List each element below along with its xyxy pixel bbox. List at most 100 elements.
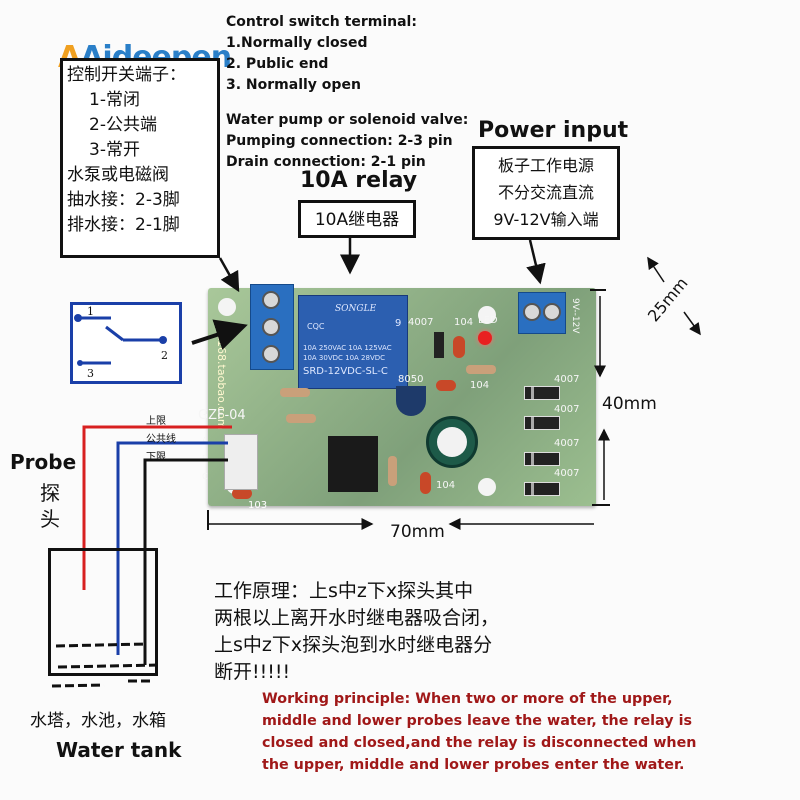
diode-component — [524, 416, 560, 430]
diode-component — [524, 386, 560, 400]
mount-hole — [478, 306, 496, 324]
capacitor-component — [232, 488, 252, 499]
principle-en-line: Working principle: When two or more of t… — [262, 691, 673, 707]
diode-component — [434, 332, 444, 358]
diode-component — [524, 482, 560, 496]
resistor-component — [388, 456, 397, 486]
relay-rating: 10A 30VDC 10A 28VDC — [303, 354, 386, 362]
mount-hole — [478, 478, 496, 496]
screw-icon — [523, 303, 541, 321]
relay-num: 9 — [395, 318, 402, 329]
probe-label-en: Probe — [10, 450, 77, 474]
screw-icon — [262, 318, 280, 336]
resistor-component — [286, 414, 316, 423]
water-tank-diagram — [48, 548, 158, 676]
cn-line: 2-公共端 — [89, 115, 157, 135]
led-indicator — [478, 331, 492, 345]
pcb-label: 104 — [470, 380, 490, 391]
cn-line: 1-常闭 — [89, 90, 140, 110]
pcb-label: 104 — [436, 480, 456, 491]
screw-icon — [543, 303, 561, 321]
power-terminal-label: 9V--12V — [570, 298, 580, 334]
control-terminal-title: Control switch terminal: — [226, 14, 417, 30]
water-level-line — [51, 683, 105, 688]
arrow-icon — [647, 256, 665, 283]
diode-component — [524, 452, 560, 466]
principle-en-line: the upper, middle and lower probes enter… — [262, 757, 685, 773]
probe-wire-common — [116, 441, 228, 655]
cn-line: 水泵或电磁阀 — [67, 165, 169, 185]
power-cn-line: 板子工作电源 — [497, 156, 594, 175]
terminal-item: 1.Normally closed — [226, 35, 368, 51]
power-cn-box: 板子工作电源 不分交流直流 9V-12V输入端 — [472, 146, 620, 240]
pcb-model: GZF-04 — [198, 408, 246, 423]
relay-brand: SONGLE — [335, 304, 377, 314]
principle-cn: 工作原理：上s中z下x探头其中 两根以上离开水时继电器吸合闭， 上s中z下x探头… — [214, 578, 499, 686]
arrow-icon — [191, 319, 248, 350]
diode-label: 4007 — [554, 468, 580, 479]
relay-model: SRD-12VDC-SL-C — [303, 366, 388, 377]
power-input-title: Power input — [478, 118, 629, 143]
terminal-item: 3. Normally open — [226, 77, 361, 93]
switch-schematic: 1 2 3 — [70, 302, 182, 384]
capacitor-component — [420, 472, 431, 494]
pcb-board: SONGLE CQC 9 10A 250VAC 10A 125VAC 10A 3… — [198, 284, 596, 511]
resistor-component — [466, 365, 496, 374]
cn-line: 排水接：2-1脚 — [67, 215, 180, 235]
capacitor-component — [436, 380, 456, 391]
pcb-label: LED — [478, 315, 498, 326]
cn-line: 3-常开 — [89, 140, 140, 160]
electrolytic-capacitor — [426, 416, 478, 468]
switch-symbol-icon — [74, 314, 167, 366]
cn-line: 控制开关端子： — [67, 65, 186, 85]
capacitor-component — [453, 336, 465, 358]
principle-cn-line: 上s中z下x探头泡到水时继电器分 — [214, 634, 493, 656]
water-level-line — [57, 663, 161, 669]
pcb-label: 8050 — [398, 374, 424, 385]
probe-label-cn: 探头 — [40, 481, 60, 531]
arrow-icon — [218, 257, 240, 293]
ic-chip — [328, 436, 378, 492]
probe-wire-upper — [82, 425, 232, 590]
control-terminal-en: Control switch terminal: 1.Normally clos… — [226, 12, 417, 96]
resistor-component — [280, 388, 310, 397]
pcb-side-text: GZ168.taobao.com — [215, 324, 228, 430]
principle-en: Working principle: When two or more of t… — [262, 688, 696, 776]
power-terminal-block[interactable] — [518, 292, 566, 334]
probe-connector[interactable] — [224, 434, 258, 490]
principle-cn-line: 两根以上离开水时继电器吸合闭， — [214, 607, 500, 629]
relay-cert: CQC — [307, 322, 325, 331]
pump-line: Water pump or solenoid valve: — [226, 112, 469, 128]
diode-label: 4007 — [554, 438, 580, 449]
cn-line: 抽水接：2-3脚 — [67, 190, 180, 210]
width-dimension: 70mm — [390, 522, 445, 542]
pump-connection-text: Water pump or solenoid valve: Pumping co… — [226, 110, 468, 173]
relay-rating: 10A 250VAC 10A 125VAC — [303, 344, 392, 352]
arrow-icon — [683, 311, 701, 336]
pump-line: Drain connection: 2-1 pin — [226, 154, 426, 170]
terminal-item: 2. Public end — [226, 56, 329, 72]
pcb-label: 4007 — [408, 317, 434, 328]
relay-title: 10A relay — [300, 168, 418, 193]
pcb-label: 103 — [248, 500, 268, 511]
pump-line: Pumping connection: 2-3 pin — [226, 133, 453, 149]
control-terminal-block[interactable] — [250, 284, 294, 370]
power-cn-line: 9V-12V输入端 — [493, 210, 599, 229]
pin-label: 2 — [161, 349, 168, 362]
screw-icon — [262, 291, 280, 309]
principle-en-line: closed and closed,and the relay is disco… — [262, 735, 697, 751]
tank-label-en: Water tank — [56, 738, 182, 762]
relay-cn-label: 10A继电器 — [298, 200, 416, 238]
probe-wire-lower — [143, 458, 228, 665]
transistor-component — [396, 386, 426, 416]
pin-label: 1 — [87, 305, 94, 318]
pin-label: 3 — [87, 367, 94, 380]
principle-en-line: middle and lower probes leave the water,… — [262, 713, 692, 729]
principle-cn-line: 断开!!!!! — [214, 661, 291, 683]
tank-label-cn: 水塔，水池，水箱 — [30, 711, 166, 731]
control-terminal-cn-box: 控制开关端子： 1-常闭 2-公共端 3-常开 水泵或电磁阀 抽水接：2-3脚 … — [60, 58, 220, 258]
connector-pin: C — [202, 472, 208, 481]
connector-pin: A — [202, 436, 208, 445]
mount-hole — [218, 298, 236, 316]
wire-label-common: 公共线 — [146, 434, 176, 445]
